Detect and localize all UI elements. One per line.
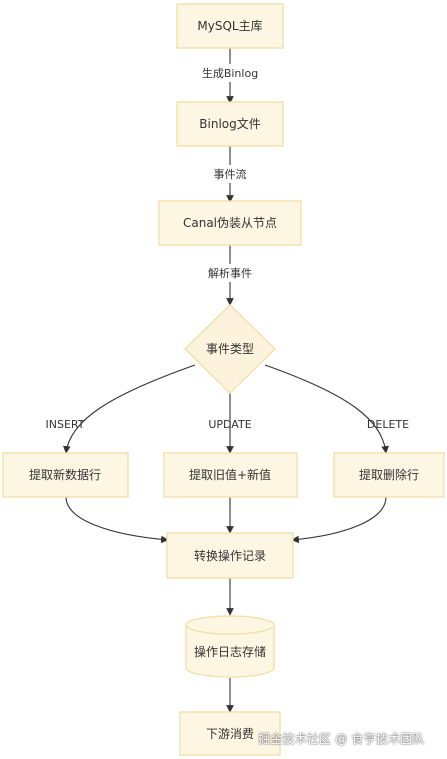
edge-event-type-to-insert	[63, 364, 196, 454]
svg-text:提取旧值+新值: 提取旧值+新值	[189, 467, 271, 482]
node-mysql-master: MySQL主库	[176, 3, 284, 49]
edges	[63, 48, 389, 713]
edge-delete-to-convert	[291, 496, 387, 544]
edge-labels: 生成Binlog 事件流 解析事件 INSERT UPDATE DELETE	[46, 64, 409, 431]
node-extract-old-new: 提取旧值+新值	[163, 452, 298, 498]
node-canal-slave: Canal伪装从节点	[158, 200, 302, 246]
svg-text:Canal伪装从节点: Canal伪装从节点	[183, 216, 277, 230]
svg-text:MySQL主库: MySQL主库	[197, 18, 262, 33]
watermark: 掘金技术社区 @ 食亨技术团队	[258, 732, 425, 746]
edge-label-event-stream: 事件流	[214, 167, 247, 181]
edge-insert-to-convert	[65, 496, 169, 544]
svg-text:Binlog文件: Binlog文件	[199, 116, 260, 131]
edge-label-parse-event: 解析事件	[208, 266, 252, 280]
svg-text:事件类型: 事件类型	[206, 342, 254, 356]
node-convert-record: 转换操作记录	[166, 532, 294, 579]
edge-label-insert: INSERT	[46, 418, 85, 431]
svg-text:下游消费: 下游消费	[206, 727, 254, 741]
node-event-type: 事件类型	[184, 304, 276, 394]
edge-event-type-to-delete	[264, 364, 389, 454]
svg-text:提取新数据行: 提取新数据行	[29, 467, 101, 482]
svg-text:转换操作记录: 转换操作记录	[194, 548, 266, 563]
node-binlog-file: Binlog文件	[176, 101, 284, 147]
node-extract-deleted: 提取删除行	[333, 452, 445, 498]
edge-label-gen-binlog: 生成Binlog	[202, 66, 258, 80]
edge-label-update: UPDATE	[208, 418, 251, 431]
node-store-log: 操作日志存储	[185, 615, 275, 678]
svg-text:操作日志存储: 操作日志存储	[194, 644, 266, 659]
node-extract-new: 提取新数据行	[2, 452, 129, 498]
node-downstream: 下游消费	[179, 711, 281, 756]
svg-text:提取删除行: 提取删除行	[359, 467, 419, 482]
edge-label-delete: DELETE	[367, 418, 409, 431]
